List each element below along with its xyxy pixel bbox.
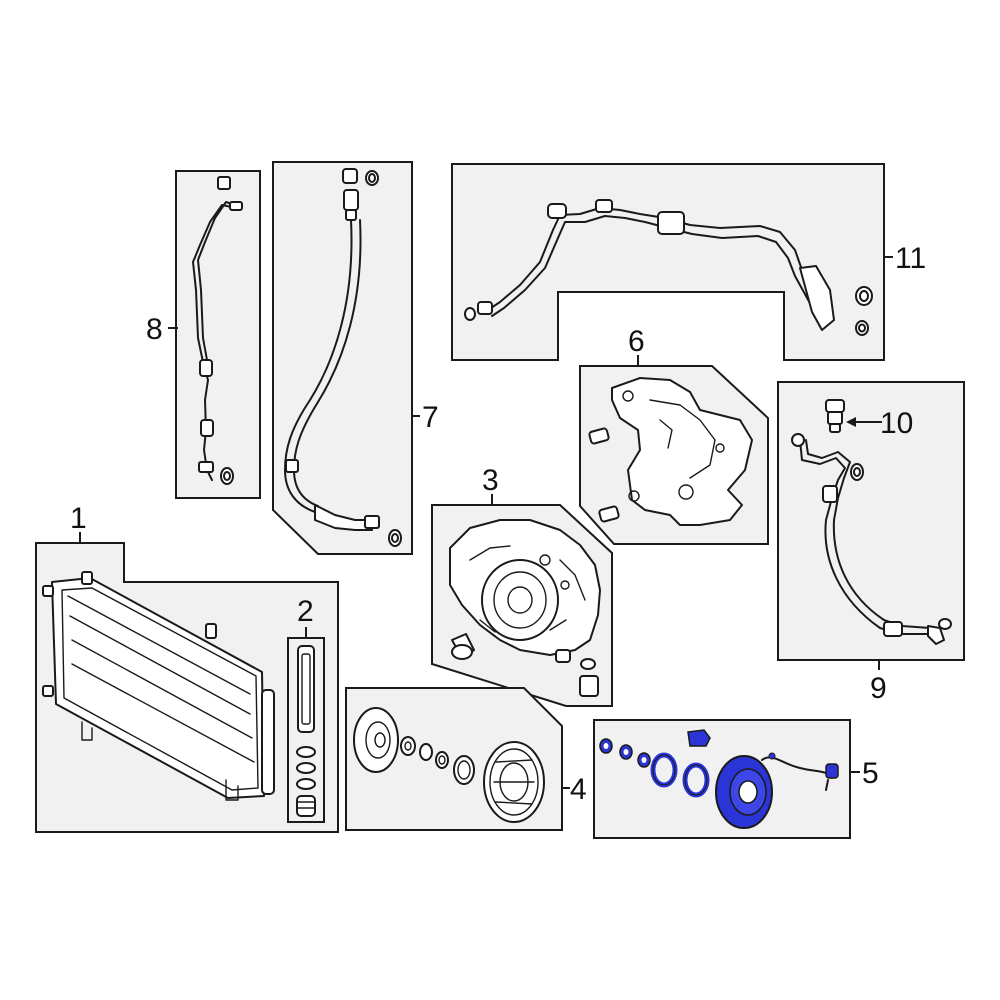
callout-2: 2 [297,595,314,628]
callout-5: 5 [862,757,879,790]
part-2-desiccant[interactable] [296,645,316,817]
part-11-pipe[interactable] [464,199,873,336]
panel-2: 2 [287,595,325,823]
part-7-hose[interactable] [284,168,402,547]
callout-4: 4 [570,773,587,806]
part-9-hose[interactable] [791,433,952,645]
panel-11: 11 [451,163,926,361]
callout-8: 8 [146,313,163,346]
panel-9: 10 9 [777,381,965,705]
panel-1: 1 [35,502,339,833]
part-6-bracket[interactable] [588,377,753,526]
callout-10: 10 [880,407,913,440]
callout-6: 6 [628,325,645,358]
panel-3: 3 [431,464,613,707]
panel-7: 7 [272,161,439,555]
panel-4: 4 [345,687,587,831]
part-8-pipe[interactable] [192,176,243,485]
callout-3: 3 [482,464,499,497]
part-10-switch[interactable] [825,399,845,433]
panel-5: 5 [593,719,879,839]
part-4-clutch[interactable] [353,707,545,823]
panel-8: 8 [146,170,261,499]
part-5-field-coil[interactable] [715,752,839,829]
part-3-compressor[interactable] [449,519,601,697]
callout-9: 9 [870,672,887,705]
callout-7: 7 [422,401,439,434]
panel-6: 6 [579,325,769,545]
callout-11: 11 [895,242,926,275]
part-5-coil-hardware[interactable] [599,729,711,798]
callout-1: 1 [70,502,87,535]
part-1-condenser[interactable] [42,571,275,801]
